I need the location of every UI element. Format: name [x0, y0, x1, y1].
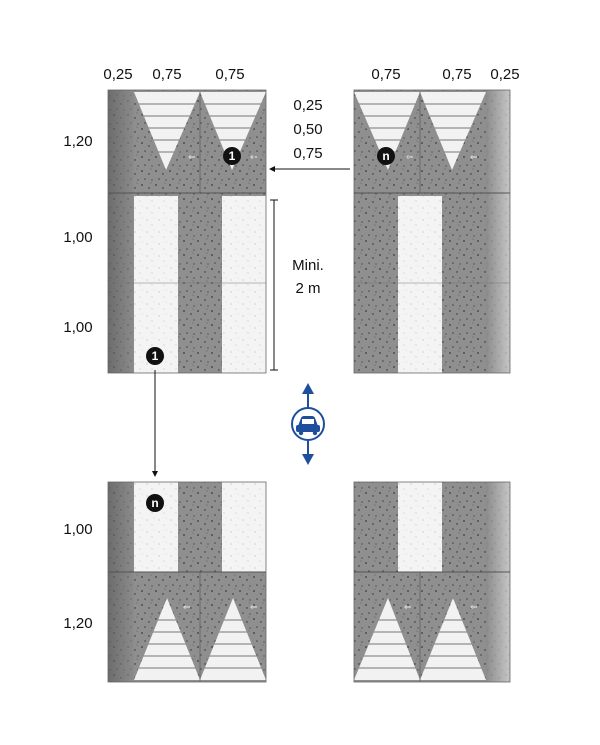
badge-last: n [377, 147, 395, 165]
width-label: 0,75 [442, 66, 471, 83]
svg-text:⇐: ⇐ [470, 153, 478, 163]
height-label: 1,20 [63, 133, 92, 150]
height-label: 1,00 [63, 319, 92, 336]
width-label: 0,75 [215, 66, 244, 83]
white-stripe [222, 196, 266, 373]
svg-text:1: 1 [152, 349, 159, 363]
svg-text:⇐: ⇐ [188, 153, 196, 163]
block-bottom-right: ⇐ ⇐ [353, 481, 511, 683]
svg-text:⇐: ⇐ [250, 603, 258, 613]
white-stripe [398, 482, 442, 572]
white-stripe [134, 196, 178, 373]
min-distance-label: 2 m [295, 280, 320, 297]
height-label: 1,00 [63, 229, 92, 246]
svg-text:n: n [151, 496, 158, 510]
triangle-marking [200, 92, 266, 170]
width-label: 0,25 [490, 66, 519, 83]
triangle-marking [354, 92, 420, 170]
white-stripe [398, 196, 442, 373]
block-top-left: ⇐ ⇐ [107, 89, 267, 374]
svg-text:⇐: ⇐ [404, 603, 412, 613]
gap-option-label: 0,75 [293, 145, 322, 162]
gap-option-label: 0,25 [293, 97, 322, 114]
triangle-marking [200, 598, 266, 680]
svg-text:⇐: ⇐ [250, 153, 258, 163]
badge-last: n [146, 494, 164, 512]
height-label: 1,00 [63, 521, 92, 538]
triangle-marking [134, 598, 200, 680]
min-distance-label: Mini. [292, 257, 324, 274]
height-label: 1,20 [63, 615, 92, 632]
width-label: 0,75 [371, 66, 400, 83]
svg-text:⇐: ⇐ [470, 603, 478, 613]
block-bottom-left: ⇐ ⇐ [107, 481, 267, 683]
triangle-marking [354, 598, 420, 680]
block-top-right: ⇐ ⇐ [353, 89, 511, 374]
gap-option-label: 0,50 [293, 121, 322, 138]
triangle-marking [134, 92, 200, 170]
badge-first: 1 [223, 147, 241, 165]
two-way-traffic-car-icon [291, 383, 325, 465]
triangle-marking [420, 598, 486, 680]
width-label: 0,75 [152, 66, 181, 83]
svg-text:⇐: ⇐ [183, 603, 191, 613]
white-stripe [222, 482, 266, 572]
svg-text:⇐: ⇐ [406, 153, 414, 163]
triangle-marking [420, 92, 486, 170]
width-label: 0,25 [103, 66, 132, 83]
badge-first: 1 [146, 347, 164, 365]
svg-text:1: 1 [229, 149, 236, 163]
svg-text:n: n [382, 149, 389, 163]
